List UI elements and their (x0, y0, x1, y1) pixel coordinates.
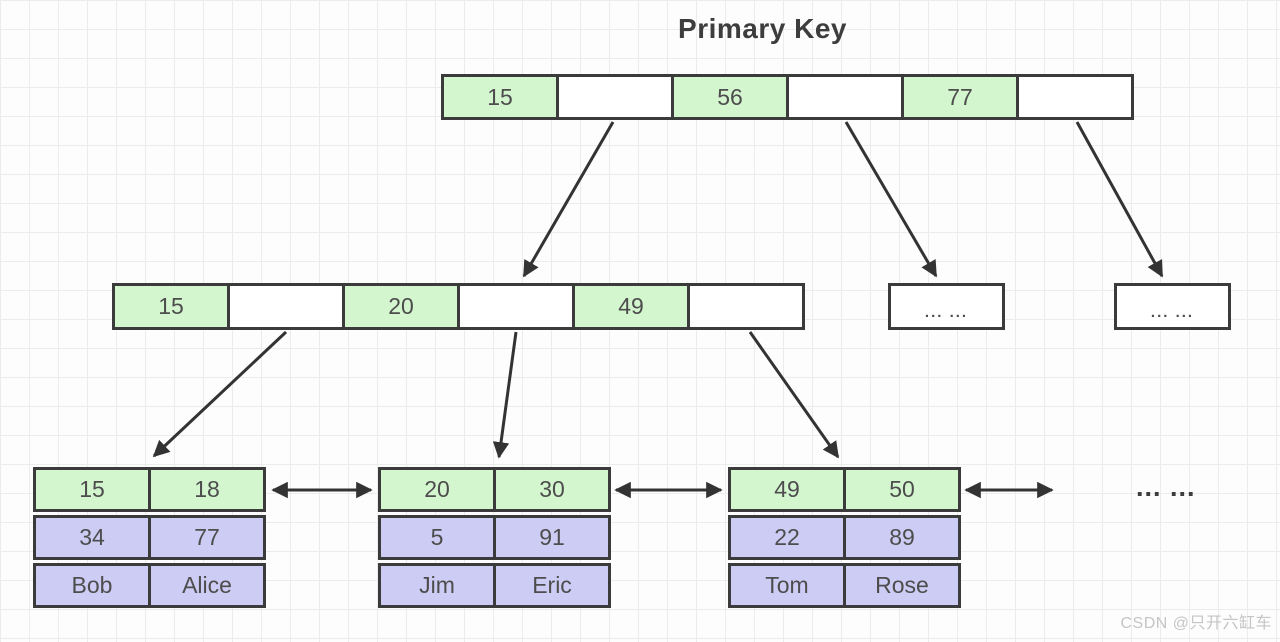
leaf1-key-row: 15 18 (33, 467, 266, 512)
leaf2-value-row: 5 91 (378, 515, 611, 560)
leaf3-value-row: 22 89 (728, 515, 961, 560)
root-key-cell: 15 (444, 77, 559, 117)
leaf-key-cell: 18 (151, 470, 263, 509)
leaf-key-cell: 15 (36, 470, 151, 509)
root-node: 15 56 77 (441, 74, 1134, 120)
internal-key-cell: 15 (115, 286, 230, 327)
leaf-ellipsis: ... ... (1136, 472, 1196, 502)
internal-pointer-cell (460, 286, 575, 327)
root-pointer-cell (789, 77, 904, 117)
leaf-node-2: 20 30 5 91 Jim Eric (378, 467, 611, 608)
leaf-value-cell: 77 (151, 518, 263, 557)
internal-pointer-cell (230, 286, 345, 327)
arrow-internal-to-leaf-3 (748, 331, 840, 459)
leaf2-name-row: Jim Eric (378, 563, 611, 608)
arrow-root-to-internal (522, 121, 615, 278)
arrow-root-to-ellipsis-2 (1075, 121, 1164, 278)
leaf-value-cell: Jim (381, 566, 496, 605)
leaf-value-cell: Rose (846, 566, 958, 605)
leaf-value-cell: Tom (731, 566, 846, 605)
leaf-key-cell: 50 (846, 470, 958, 509)
root-key-cell: 56 (674, 77, 789, 117)
leaf1-name-row: Bob Alice (33, 563, 266, 608)
leaf-value-cell: 34 (36, 518, 151, 557)
root-pointer-cell (559, 77, 674, 117)
leaf-value-cell: 5 (381, 518, 496, 557)
leaf-node-1: 15 18 34 77 Bob Alice (33, 467, 266, 608)
internal-node: 15 20 49 (112, 283, 805, 330)
leaf3-key-row: 49 50 (728, 467, 961, 512)
leaf1-value-row: 34 77 (33, 515, 266, 560)
root-pointer-cell (1019, 77, 1131, 117)
leaf-value-cell: 89 (846, 518, 958, 557)
leaf-key-cell: 30 (496, 470, 608, 509)
diagram-title: Primary Key (678, 13, 847, 44)
arrow-root-to-ellipsis-1 (844, 121, 938, 278)
watermark: CSDN @只开六缸车 (1120, 615, 1272, 632)
leaf-value-cell: Eric (496, 566, 608, 605)
arrow-internal-to-leaf-2 (492, 331, 518, 459)
root-key-cell: 77 (904, 77, 1019, 117)
leaf-key-cell: 20 (381, 470, 496, 509)
leaf-value-cell: 91 (496, 518, 608, 557)
leaf2-key-row: 20 30 (378, 467, 611, 512)
leaf-key-cell: 49 (731, 470, 846, 509)
internal-key-cell: 20 (345, 286, 460, 327)
internal-pointer-cell (690, 286, 802, 327)
arrow-internal-to-leaf-1 (152, 330, 288, 458)
leaf-node-3: 49 50 22 89 Tom Rose (728, 467, 961, 608)
leaf3-name-row: Tom Rose (728, 563, 961, 608)
leaf-value-cell: Bob (36, 566, 151, 605)
ellipsis-node-1: ... ... (888, 283, 1005, 330)
ellipsis-node-2: ... ... (1114, 283, 1231, 330)
internal-key-cell: 49 (575, 286, 690, 327)
leaf-value-cell: Alice (151, 566, 263, 605)
leaf-value-cell: 22 (731, 518, 846, 557)
